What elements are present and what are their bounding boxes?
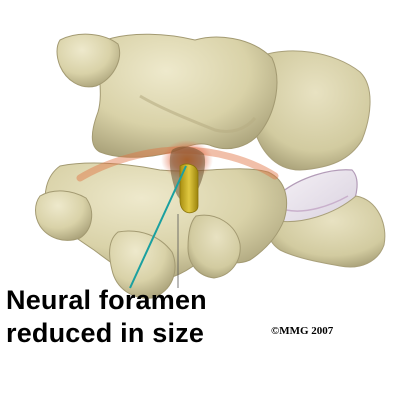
foramen-label-line1: Neural foramen (6, 285, 207, 315)
lower-vertebral-body (267, 195, 386, 268)
lower-right-process (187, 214, 241, 279)
disc-edge (285, 195, 349, 212)
copyright-notice: ©MMG 2007 (271, 325, 334, 337)
foramen-label: Neural foramen reduced in size (6, 284, 236, 350)
foramen-label-line2: reduced in size (6, 318, 205, 348)
upper-spinous-shadow (139, 94, 257, 133)
pointer-line (129, 165, 187, 289)
lower-left-process (35, 190, 93, 241)
upper-lamina (91, 33, 278, 158)
nerve-root (179, 163, 199, 214)
upper-transverse-process (56, 33, 120, 88)
lower-inferior-process (109, 230, 176, 299)
